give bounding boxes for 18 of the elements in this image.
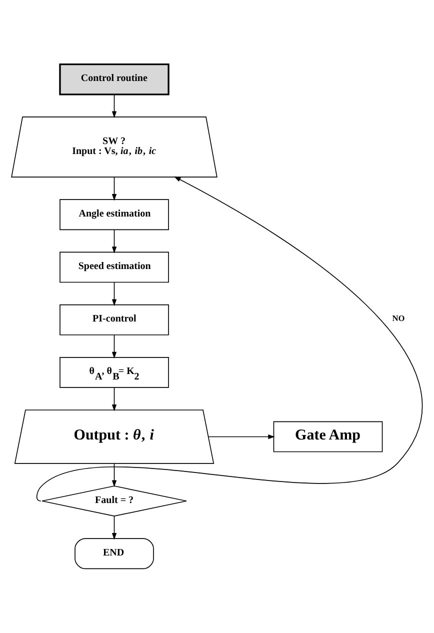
arrow bbox=[112, 176, 117, 201]
node-box: PI-control bbox=[60, 304, 169, 336]
node-box: Gate Amp bbox=[273, 421, 383, 452]
node-box: Speed estimation bbox=[60, 252, 169, 283]
arrow bbox=[112, 334, 117, 359]
arrow bbox=[112, 516, 117, 540]
node-box: Control routine bbox=[59, 64, 170, 96]
arrow bbox=[112, 230, 117, 254]
arrow bbox=[208, 434, 275, 440]
node-box: END bbox=[74, 538, 154, 570]
arrow bbox=[112, 463, 117, 487]
edge-label: NO bbox=[392, 314, 405, 324]
arrow bbox=[36, 176, 423, 502]
arrow bbox=[112, 387, 117, 412]
node-box: Angle estimation bbox=[60, 199, 169, 230]
arrow bbox=[112, 94, 117, 118]
arrow bbox=[112, 282, 117, 306]
node-diamond: Fault = ? bbox=[42, 486, 187, 516]
